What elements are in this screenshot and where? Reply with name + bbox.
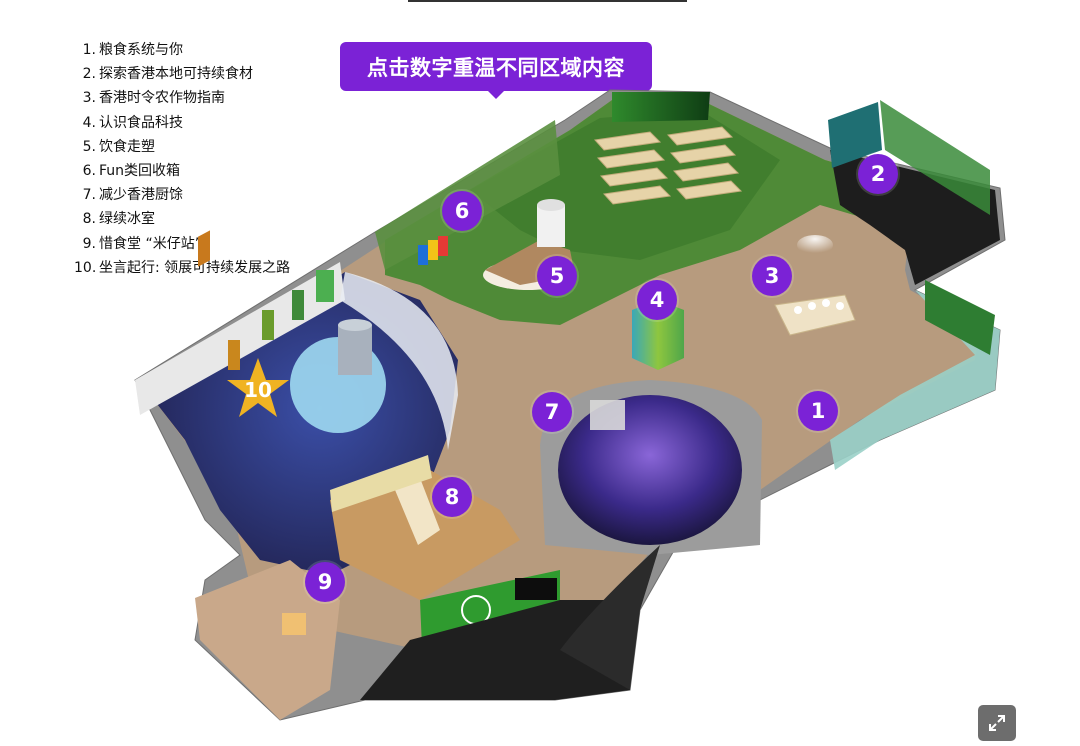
zone3-table bbox=[774, 294, 856, 336]
legend-item: 7.减少香港厨馀 bbox=[82, 187, 183, 204]
bench-seating bbox=[594, 126, 743, 205]
zone-marker-1[interactable]: 1 bbox=[798, 391, 838, 431]
zone4-pillar bbox=[632, 300, 684, 370]
legend-item: 1.粮食系统与你 bbox=[82, 42, 183, 58]
legend-item: 5.饮食走塑 bbox=[82, 138, 155, 155]
zone9-floor bbox=[195, 560, 340, 720]
zone8-wall bbox=[330, 455, 432, 512]
banner-text-plate bbox=[515, 578, 557, 600]
zone-marker-10[interactable]: 10 bbox=[226, 356, 290, 420]
poster bbox=[292, 290, 304, 320]
legend-item: 9.惜食堂 “米仔站” bbox=[82, 235, 202, 252]
legend-item: 8.绿续冰室 bbox=[82, 211, 155, 228]
zone-marker-4[interactable]: 4 bbox=[637, 280, 677, 320]
expand-button[interactable] bbox=[978, 705, 1016, 741]
entrance-floor-curve bbox=[560, 545, 660, 690]
zone7-display bbox=[590, 400, 625, 430]
top-divider bbox=[408, 0, 687, 2]
zone7-pit bbox=[558, 395, 742, 545]
zone-legend: 1.粮食系统与你 2.探索香港本地可持续食材 3.香港时令农作物指南 4.认识食… bbox=[74, 38, 290, 280]
fish-panel bbox=[828, 102, 882, 168]
legend-item: 6.Fun类回收箱 bbox=[82, 163, 181, 180]
poster bbox=[262, 310, 274, 340]
zone9-table bbox=[282, 613, 306, 635]
zone10-glass-arc bbox=[340, 272, 458, 450]
legend-item: 3.香港时令农作物指南 bbox=[82, 90, 225, 107]
instruction-banner: 点击数字重温不同区域内容 bbox=[340, 42, 652, 99]
zone-marker-9[interactable]: 9 bbox=[305, 562, 345, 602]
recycle-bin bbox=[428, 240, 438, 260]
zone-marker-8[interactable]: 8 bbox=[432, 477, 472, 517]
top-screen bbox=[612, 92, 710, 122]
poster bbox=[198, 230, 210, 267]
legend-item: 10.坐言起行: 领展可持续发展之路 bbox=[74, 259, 291, 276]
zone-marker-6[interactable]: 6 bbox=[442, 191, 482, 231]
expand-icon bbox=[989, 715, 1005, 731]
zone8-counter bbox=[395, 478, 440, 545]
zone2-glass bbox=[880, 100, 990, 215]
poster bbox=[228, 340, 240, 370]
spotlight bbox=[797, 235, 833, 255]
poster bbox=[316, 270, 334, 302]
recycle-bin bbox=[418, 245, 428, 265]
legend-item: 4.认识食品科技 bbox=[82, 114, 183, 131]
star-icon bbox=[227, 358, 289, 417]
zone-marker-3[interactable]: 3 bbox=[752, 256, 792, 296]
zone-marker-7[interactable]: 7 bbox=[532, 392, 572, 432]
zone5-cylinder bbox=[537, 205, 565, 247]
recycle-bin bbox=[438, 236, 448, 256]
zone-marker-2[interactable]: 2 bbox=[858, 154, 898, 194]
zone10-column bbox=[338, 325, 372, 375]
corridor-screen bbox=[925, 280, 995, 355]
zone-marker-5[interactable]: 5 bbox=[537, 256, 577, 296]
entrance-floor bbox=[360, 600, 630, 700]
legend-item: 2.探索香港本地可持续食材 bbox=[82, 66, 253, 83]
